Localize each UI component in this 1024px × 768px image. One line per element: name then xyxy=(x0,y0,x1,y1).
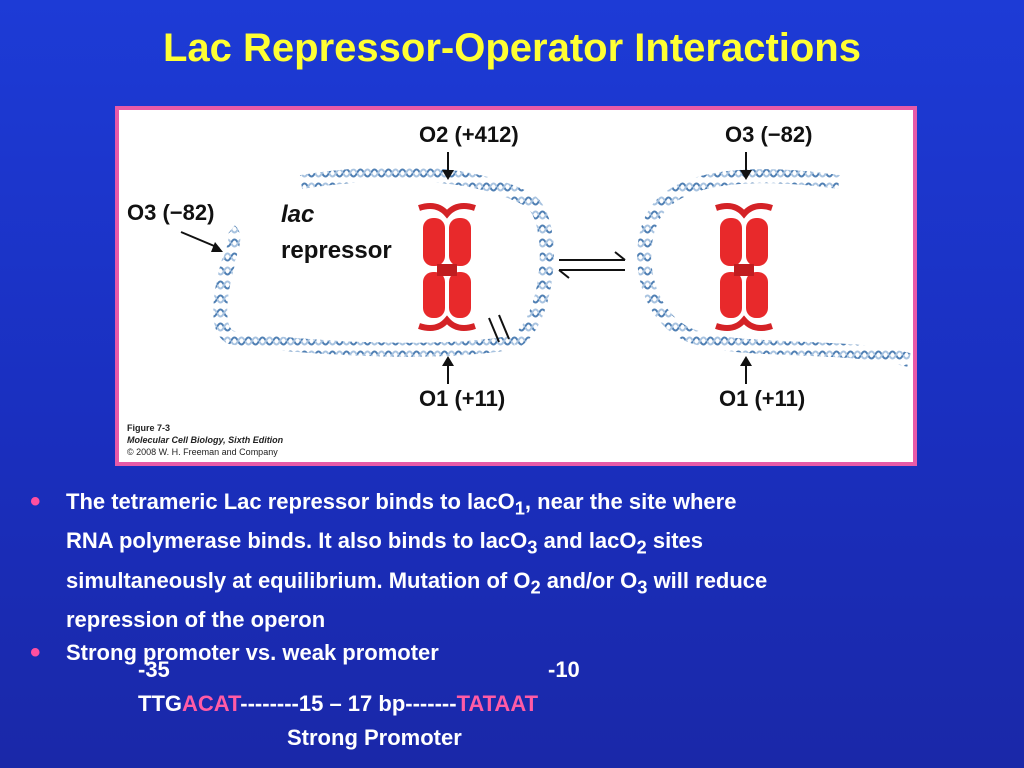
bullet-list: • The tetrameric Lac repressor binds to … xyxy=(30,485,1010,669)
caption-copyright: © 2008 W. H. Freeman and Company xyxy=(127,447,278,457)
label-o1-right: O1 (+11) xyxy=(719,386,805,411)
label-o2-left: O2 (+412) xyxy=(419,122,519,147)
lac-repressor-diagram: O2 (+412) O3 (−82) lac repressor O1 (+11… xyxy=(127,122,911,411)
label-lac: lac xyxy=(281,201,314,228)
slide-title: Lac Repressor-Operator Interactions xyxy=(163,26,861,70)
label-o1-left: O1 (+11) xyxy=(419,386,505,411)
label-o3-left: O3 (−82) xyxy=(127,200,214,225)
bullet-1: • The tetrameric Lac repressor binds to … xyxy=(30,485,768,633)
figure-caption: Figure 7-3 Molecular Cell Biology, Sixth… xyxy=(127,422,283,458)
dna-left-loop xyxy=(299,166,554,349)
strong-promoter-label: Strong Promoter xyxy=(287,725,462,750)
bullet-2: • Strong promoter vs. weak promoter xyxy=(30,636,439,670)
dna-left-tail xyxy=(223,225,241,262)
lac-repressor-right xyxy=(715,203,773,331)
minus-10-label: -10 xyxy=(548,657,580,682)
caption-book: Molecular Cell Biology, Sixth Edition xyxy=(127,435,284,445)
label-o3-right: O3 (−82) xyxy=(725,122,812,147)
bullet-dot: • xyxy=(30,485,41,518)
bullet-dot: • xyxy=(30,636,41,670)
label-repressor: repressor xyxy=(281,237,392,264)
caption-figure-number: Figure 7-3 xyxy=(127,423,171,433)
dna-right-loop xyxy=(637,169,911,367)
dna-left-bottom xyxy=(213,258,516,357)
equilibrium-arrows xyxy=(558,251,626,279)
minus-35-label: -35 xyxy=(138,657,170,682)
promoter-sequence: TTGACAT--------15 – 17 bp-------TATAAT xyxy=(138,691,539,716)
figure-panel: O2 (+412) O3 (−82) lac repressor O1 (+11… xyxy=(115,106,917,466)
lac-repressor-left xyxy=(418,203,476,331)
